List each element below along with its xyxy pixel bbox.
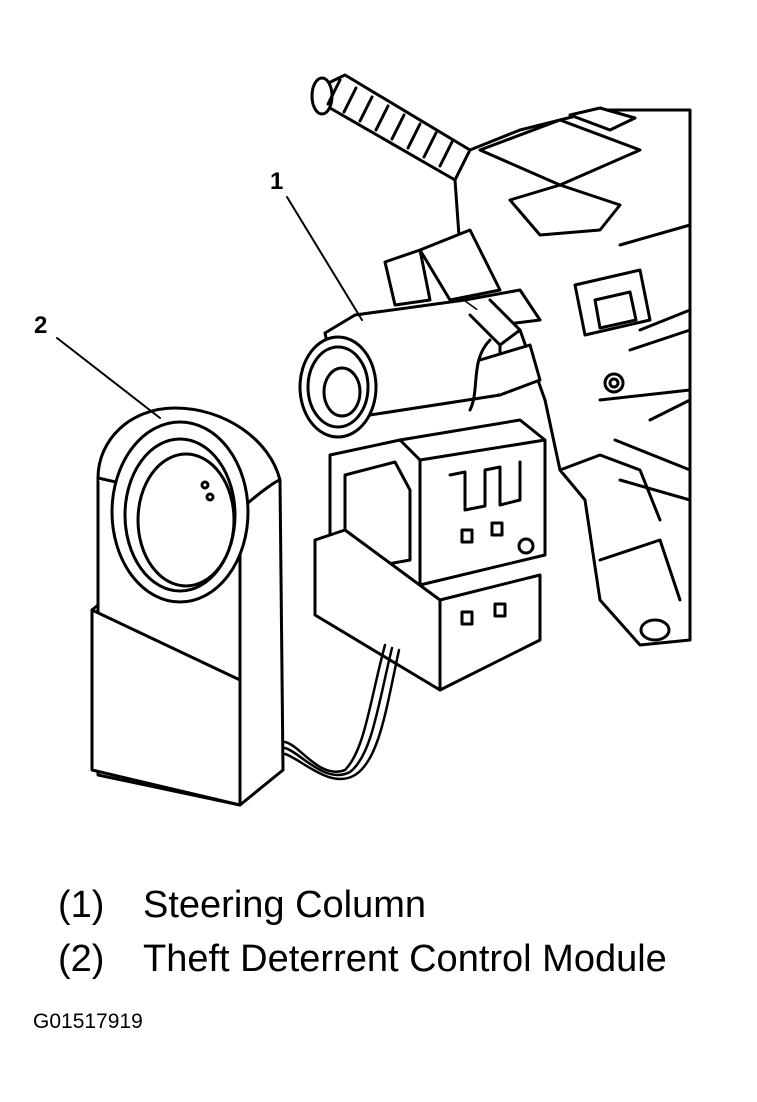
switch-connector-block [328, 418, 547, 587]
legend-item-theft-deterrent-module: (2) Theft Deterrent Control Module [58, 938, 667, 981]
lower-housing [313, 528, 542, 692]
legend-number: (2) [58, 938, 105, 980]
column-housing [383, 106, 692, 647]
leader-line-2 [56, 337, 161, 419]
theft-deterrent-module [90, 406, 285, 807]
figure-id: G01517919 [33, 1010, 143, 1033]
legend-label: Theft Deterrent Control Module [143, 938, 667, 980]
callout-number-1: 1 [270, 168, 284, 195]
legend-item-steering-column: (1) Steering Column [58, 884, 426, 927]
steering-column-illustration [56, 73, 692, 807]
legend-number: (1) [58, 884, 105, 926]
leader-line-1 [286, 196, 363, 321]
callout-number-2: 2 [34, 312, 48, 339]
ignition-lock-cylinder [298, 288, 542, 439]
wiring-harness [283, 643, 401, 781]
steering-shaft [310, 73, 472, 182]
legend-label: Steering Column [143, 884, 427, 926]
